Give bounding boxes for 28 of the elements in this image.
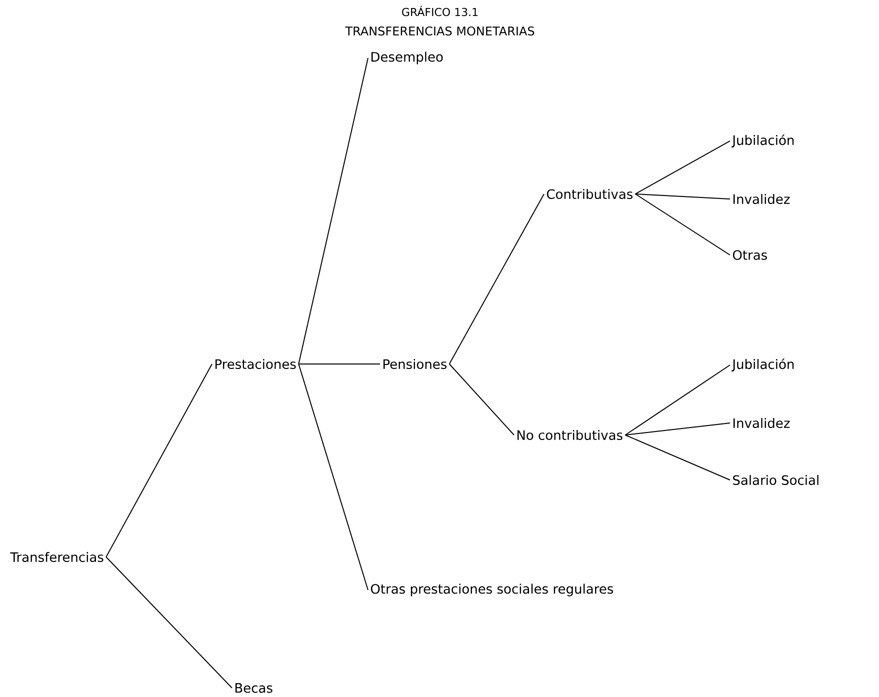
chart-title: GRÁFICO 13.1 (402, 6, 478, 16)
branch-line (624, 422, 730, 436)
category-label: Jubilación (732, 134, 794, 148)
category-label: Becas (235, 683, 272, 693)
category-label: Invalidez (733, 194, 790, 204)
branch-line (106, 364, 212, 558)
branch-line (634, 194, 730, 256)
chart-subtitle: TRANSFERENCIAS MONETARIAS (345, 26, 534, 36)
branch-line (298, 58, 368, 364)
category-label: Prestaciones (215, 358, 296, 370)
branch-line (448, 364, 514, 436)
category-label: Otras prestaciones sociales regulares (370, 584, 614, 596)
branch-line (448, 194, 544, 364)
category-label: Desempleo (371, 52, 443, 64)
branch-line (624, 434, 730, 480)
branch-line (624, 364, 730, 436)
category-label: Contributivas (546, 188, 633, 200)
category-label: Otras (732, 250, 767, 260)
category-label: No contributivas (517, 430, 622, 440)
branch-line (634, 194, 730, 200)
category-label: Jubilación (732, 358, 794, 372)
category-label: Invalidez (733, 418, 790, 428)
branch-line (106, 556, 232, 688)
category-label: Salario Social (733, 474, 818, 486)
branch-line (298, 364, 368, 590)
category-label: Transferencias (10, 552, 104, 562)
category-label: Pensiones (383, 358, 447, 370)
branch-line (634, 140, 730, 194)
